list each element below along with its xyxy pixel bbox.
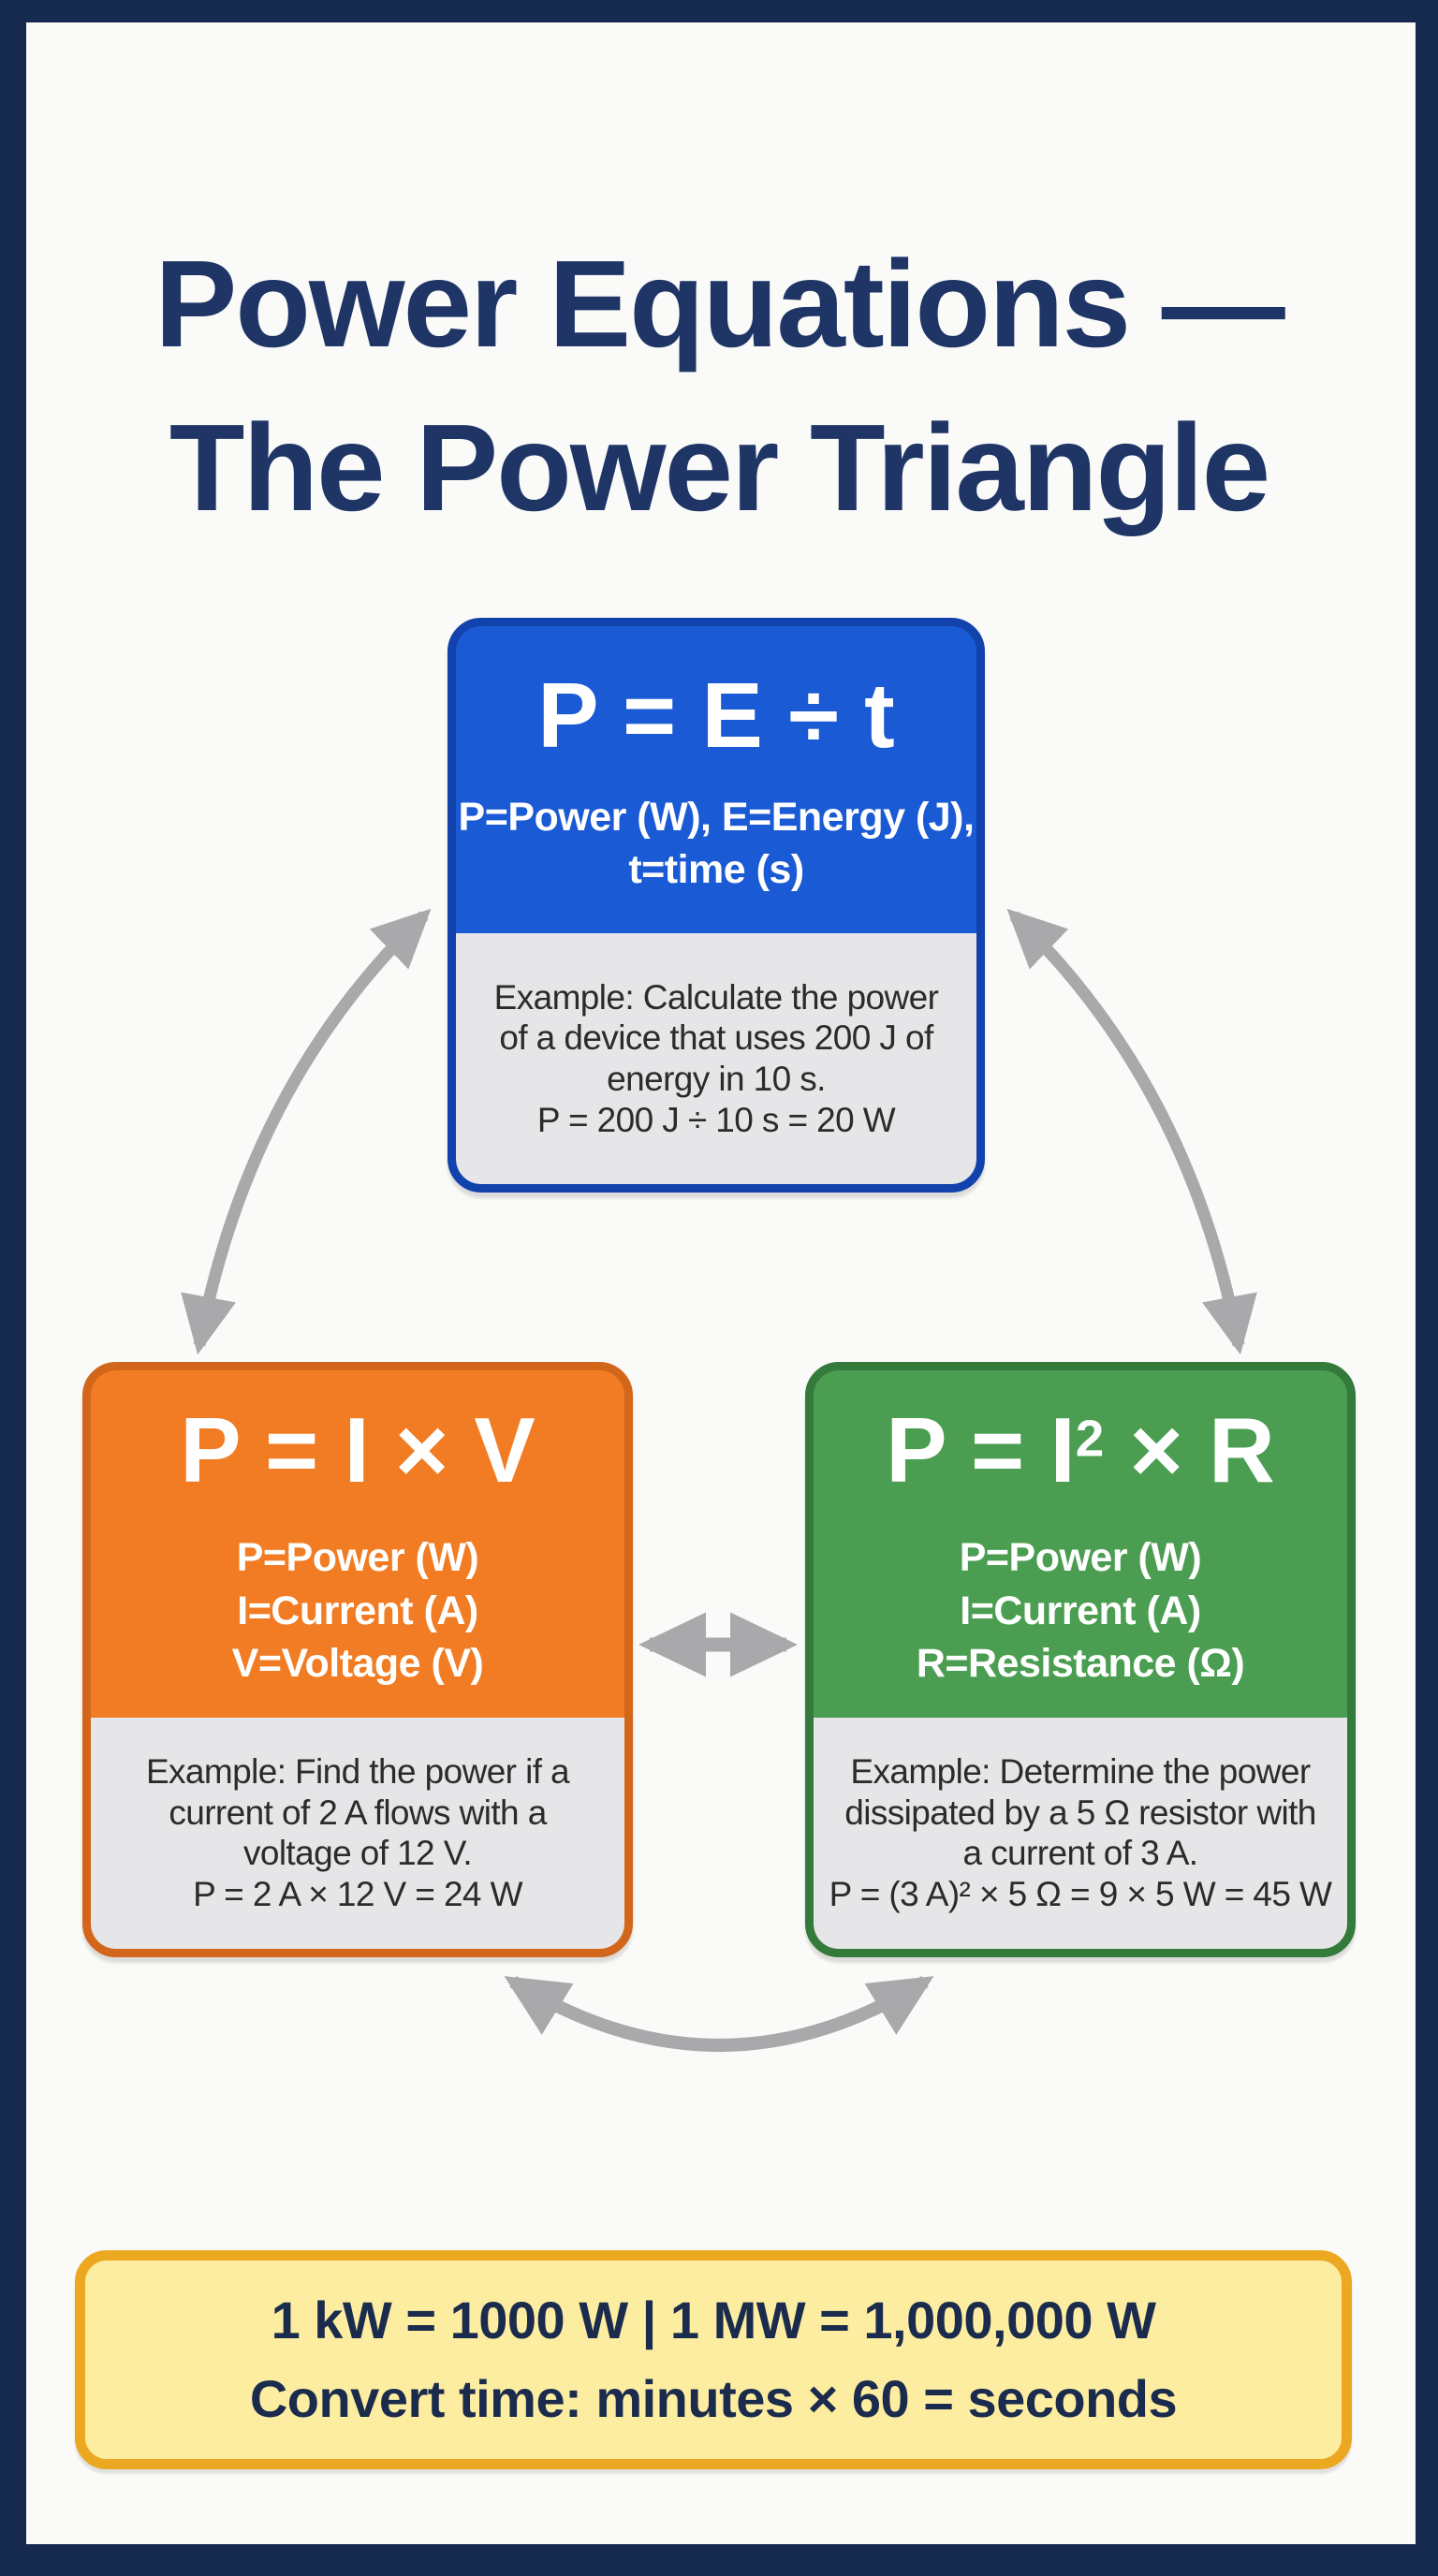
title-line-1: Power Equations —: [154, 235, 1285, 373]
equation-card-current-resistance: P = I2 × R P=Power (W) I=Current (A) R=R…: [805, 1362, 1356, 1957]
legend-line: R=Resistance (Ω): [916, 1641, 1245, 1687]
legend-current-resistance: P=Power (W) I=Current (A) R=Resistance (…: [916, 1531, 1245, 1690]
title-line-2: The Power Triangle: [169, 398, 1270, 536]
example-line: P = 2 A × 12 V = 24 W: [193, 1875, 522, 1914]
legend-line: P=Power (W): [236, 1534, 479, 1580]
conversion-line-units: 1 kW = 1000 W | 1 MW = 1,000,000 W: [271, 2291, 1156, 2349]
formula-p-equals-i-squared-times-r: P = I2 × R: [886, 1398, 1275, 1503]
example-line: of a device that uses 200 J of: [499, 1018, 933, 1058]
legend-line: P=Power (W), E=Energy (J),: [458, 794, 975, 840]
example-line: P = (3 A)² × 5 Ω = 9 × 5 W = 45 W: [829, 1875, 1332, 1914]
example-energy-time: Example: Calculate the power of a device…: [456, 932, 976, 1184]
formula-p-equals-i-times-v: P = I × V: [180, 1398, 536, 1501]
card-header-energy-time: P = E ÷ t P=Power (W), E=Energy (J), t=t…: [456, 626, 976, 933]
example-current-resistance: Example: Determine the power dissipated …: [814, 1717, 1347, 1949]
card-header-current-voltage: P = I × V P=Power (W) I=Current (A) V=Vo…: [91, 1370, 624, 1718]
legend-line: t=time (s): [628, 847, 804, 893]
example-line: Example: Calculate the power: [493, 977, 939, 1017]
page-title: Power Equations — The Power Triangle: [0, 223, 1438, 549]
formula-p-equals-e-div-t: P = E ÷ t: [537, 663, 895, 767]
legend-line: I=Current (A): [237, 1588, 478, 1633]
conversion-line-time: Convert time: minutes × 60 = seconds: [249, 2369, 1178, 2428]
formula-superscript: 2: [1075, 1409, 1105, 1468]
legend-line: P=Power (W): [959, 1534, 1202, 1580]
example-current-voltage: Example: Find the power if a current of …: [91, 1717, 624, 1949]
legend-energy-time: P=Power (W), E=Energy (J), t=time (s): [459, 791, 975, 898]
example-line: current of 2 A flows with a: [169, 1793, 547, 1832]
formula-rest: × R: [1104, 1398, 1275, 1501]
example-line: dissipated by a 5 Ω resistor with: [844, 1793, 1316, 1832]
conversion-note: 1 kW = 1000 W | 1 MW = 1,000,000 W Conve…: [75, 2250, 1352, 2469]
example-line: P = 200 J ÷ 10 s = 20 W: [536, 1100, 896, 1139]
legend-line: I=Current (A): [960, 1588, 1201, 1633]
equation-card-energy-time: P = E ÷ t P=Power (W), E=Energy (J), t=t…: [448, 618, 985, 1193]
legend-current-voltage: P=Power (W) I=Current (A) V=Voltage (V): [232, 1531, 484, 1690]
formula-base: P = I: [886, 1398, 1076, 1501]
card-header-current-resistance: P = I2 × R P=Power (W) I=Current (A) R=R…: [814, 1370, 1347, 1718]
example-line: energy in 10 s.: [607, 1059, 826, 1098]
equation-card-current-voltage: P = I × V P=Power (W) I=Current (A) V=Vo…: [82, 1362, 633, 1957]
example-line: voltage of 12 V.: [242, 1834, 473, 1873]
legend-line: V=Voltage (V): [231, 1641, 484, 1687]
example-line: Example: Find the power if a: [145, 1752, 570, 1792]
example-line: Example: Determine the power: [850, 1752, 1311, 1792]
example-line: a current of 3 A.: [962, 1834, 1198, 1873]
